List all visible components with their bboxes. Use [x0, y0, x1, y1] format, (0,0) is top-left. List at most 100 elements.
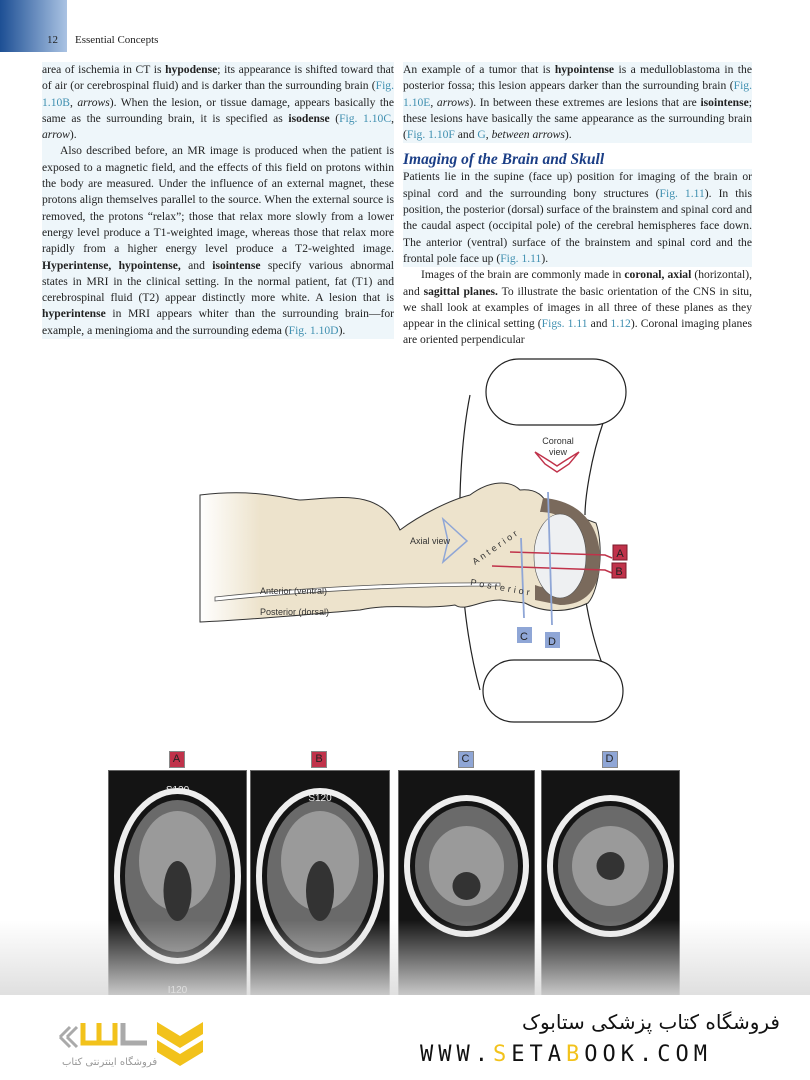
coronal-view-label-2: view — [549, 447, 568, 457]
paragraph: area of ischemia in CT is hypodense; its… — [42, 62, 395, 144]
plane-C-label: C — [520, 631, 528, 643]
text-run: ( — [329, 111, 340, 125]
right-column: An example of a tumor that is hypointens… — [403, 62, 752, 349]
text-run: hypodense — [165, 63, 218, 76]
text-run: ). — [564, 128, 572, 142]
axial-view-label: Axial view — [410, 536, 451, 546]
plane-B-line — [491, 565, 613, 574]
text-run: isointense — [700, 95, 749, 109]
figure-reference-link[interactable]: Fig. 1.10C — [339, 111, 392, 125]
paragraph: Also described before, an MR image is pr… — [42, 143, 394, 340]
scan-fade — [0, 920, 810, 995]
plane-A-label: A — [616, 548, 624, 560]
posterior-dorsal-label: Posterior (dorsal) — [260, 607, 329, 617]
coronal-view-arrow — [534, 451, 580, 473]
text-run: ). Coronal imaging planes are oriented p… — [403, 317, 752, 347]
plane-D-line — [547, 491, 553, 626]
text-run: Hyperintense, hypointense, — [42, 258, 181, 272]
mri-label-d: D — [601, 751, 618, 768]
paragraph: Images of the brain are commonly made in… — [403, 267, 752, 348]
page-number: 12 — [47, 34, 58, 46]
text-run: , — [70, 95, 78, 109]
text-run: ). In between these extremes are lesions… — [469, 95, 701, 109]
text-run: arrow — [42, 128, 70, 142]
mri-top-text: S120 — [166, 785, 190, 796]
section-heading: Imaging of the Brain and Skull — [403, 151, 605, 169]
axial-view-arrow — [441, 516, 469, 565]
text-run: Images of the brain are commonly made in — [421, 268, 625, 282]
text-run: ). In this position, the posterior (dors… — [403, 186, 752, 265]
mri-scan-d — [541, 770, 680, 997]
figure-reference-link[interactable]: Fig. 1.11 — [659, 186, 705, 200]
logo-caption: فروشگاه اینترنتی کتاب — [62, 1057, 158, 1068]
text-run: hyperintense — [42, 307, 106, 321]
text-run: , — [391, 111, 394, 125]
left-column: area of ischemia in CT is hypodense; its… — [42, 62, 395, 340]
running-title: Essential Concepts — [75, 34, 159, 46]
figure-reference-link[interactable]: Fig. 1.10E — [403, 79, 752, 109]
text-run: and — [180, 258, 213, 272]
figure-reference-link[interactable]: Fig. 1.10D — [288, 323, 339, 337]
url-part: B — [565, 1042, 585, 1067]
url-part: OOK.COM — [584, 1042, 712, 1067]
spinal-cord — [214, 582, 501, 602]
text-run: An example of a tumor that is — [403, 63, 555, 76]
paragraph: An example of a tumor that is hypointens… — [403, 62, 752, 144]
text-run: arrows — [436, 95, 470, 109]
scanner-bottom-ring — [482, 659, 624, 723]
anterior-ventral-label: Anterior (ventral) — [260, 586, 327, 596]
store-name: فروشگاه کتاب پزشکی ستابوک — [522, 1010, 780, 1034]
text-run: sagittal planes. — [423, 284, 498, 298]
plane-C-line — [520, 537, 525, 619]
text-run: ). — [338, 323, 346, 337]
mri-label-a: A — [168, 751, 185, 768]
figure-reference-link[interactable]: 1.12 — [610, 317, 631, 331]
figure-reference-link[interactable]: Fig. 1.10B — [42, 79, 394, 109]
mri-label-c: C — [457, 751, 474, 768]
plane-B-label: B — [615, 566, 622, 578]
mri-top-text: S120 — [308, 793, 332, 804]
chevron-logo-icon — [157, 1022, 203, 1066]
text-run: arrows — [77, 95, 110, 109]
text-run: ; these lesions have basically the same … — [403, 95, 752, 142]
text-run: To illustrate the basic orientation of t… — [403, 284, 752, 331]
text-run: isodense — [288, 111, 330, 125]
store-url[interactable]: WWW.SETABOOK.COM — [420, 1042, 712, 1067]
supine-patient-mri-figure: A B C D Coronal view Axial view Anterior… — [199, 358, 628, 723]
brain — [533, 513, 587, 599]
header-color-band — [0, 0, 67, 52]
text-run: ; its appearance is shifted toward that … — [42, 63, 394, 93]
text-run: area of ischemia in CT is — [42, 63, 166, 76]
figure-reference-link[interactable]: G — [477, 128, 486, 142]
text-run: between arrows — [491, 128, 565, 142]
figure-reference-link[interactable]: Fig. 1.10F — [406, 128, 455, 142]
text-run: is a medulloblastoma in the posterior fo… — [403, 63, 752, 93]
url-part: WWW. — [420, 1042, 493, 1067]
text-run: ). — [541, 251, 549, 265]
watermark-footer: فروشگاه اینترنتی کتاب — [0, 995, 810, 1080]
text-run: , — [485, 128, 492, 142]
figure-reference-link[interactable]: Fig. 1.11 — [500, 251, 542, 265]
text-run: ). When the lesion, or tissue damage, ap… — [42, 95, 395, 125]
skull — [535, 498, 600, 605]
text-run: and — [454, 128, 478, 142]
paragraph: Patients lie in the supine (face up) pos… — [403, 169, 752, 268]
mri-label-b: B — [311, 751, 327, 768]
text-run: Also described before, an MR image is pr… — [42, 144, 394, 256]
coronal-view-label: Coronal — [542, 436, 574, 446]
text-run: , — [430, 95, 437, 109]
text-run: and — [587, 317, 611, 331]
text-run: Patients lie in the supine (face up) pos… — [403, 170, 752, 200]
url-part: ETA — [511, 1042, 566, 1067]
setabook-logo-icon — [58, 1023, 147, 1049]
text-run: hypointense — [554, 63, 615, 76]
scanner-top-ring — [485, 358, 627, 426]
text-run: specify various abnormal states in MRI i… — [42, 258, 394, 305]
text-run: (horizontal), and — [403, 268, 752, 298]
plane-D-label: D — [548, 636, 556, 648]
plane-A-line — [509, 551, 613, 559]
text-run: coronal, axial — [624, 268, 692, 282]
figure-reference-link[interactable]: Figs. 1.11 — [541, 317, 588, 331]
text-run: in MRI appears whiter than the surroundi… — [42, 307, 394, 337]
text-run: ). — [69, 128, 77, 142]
